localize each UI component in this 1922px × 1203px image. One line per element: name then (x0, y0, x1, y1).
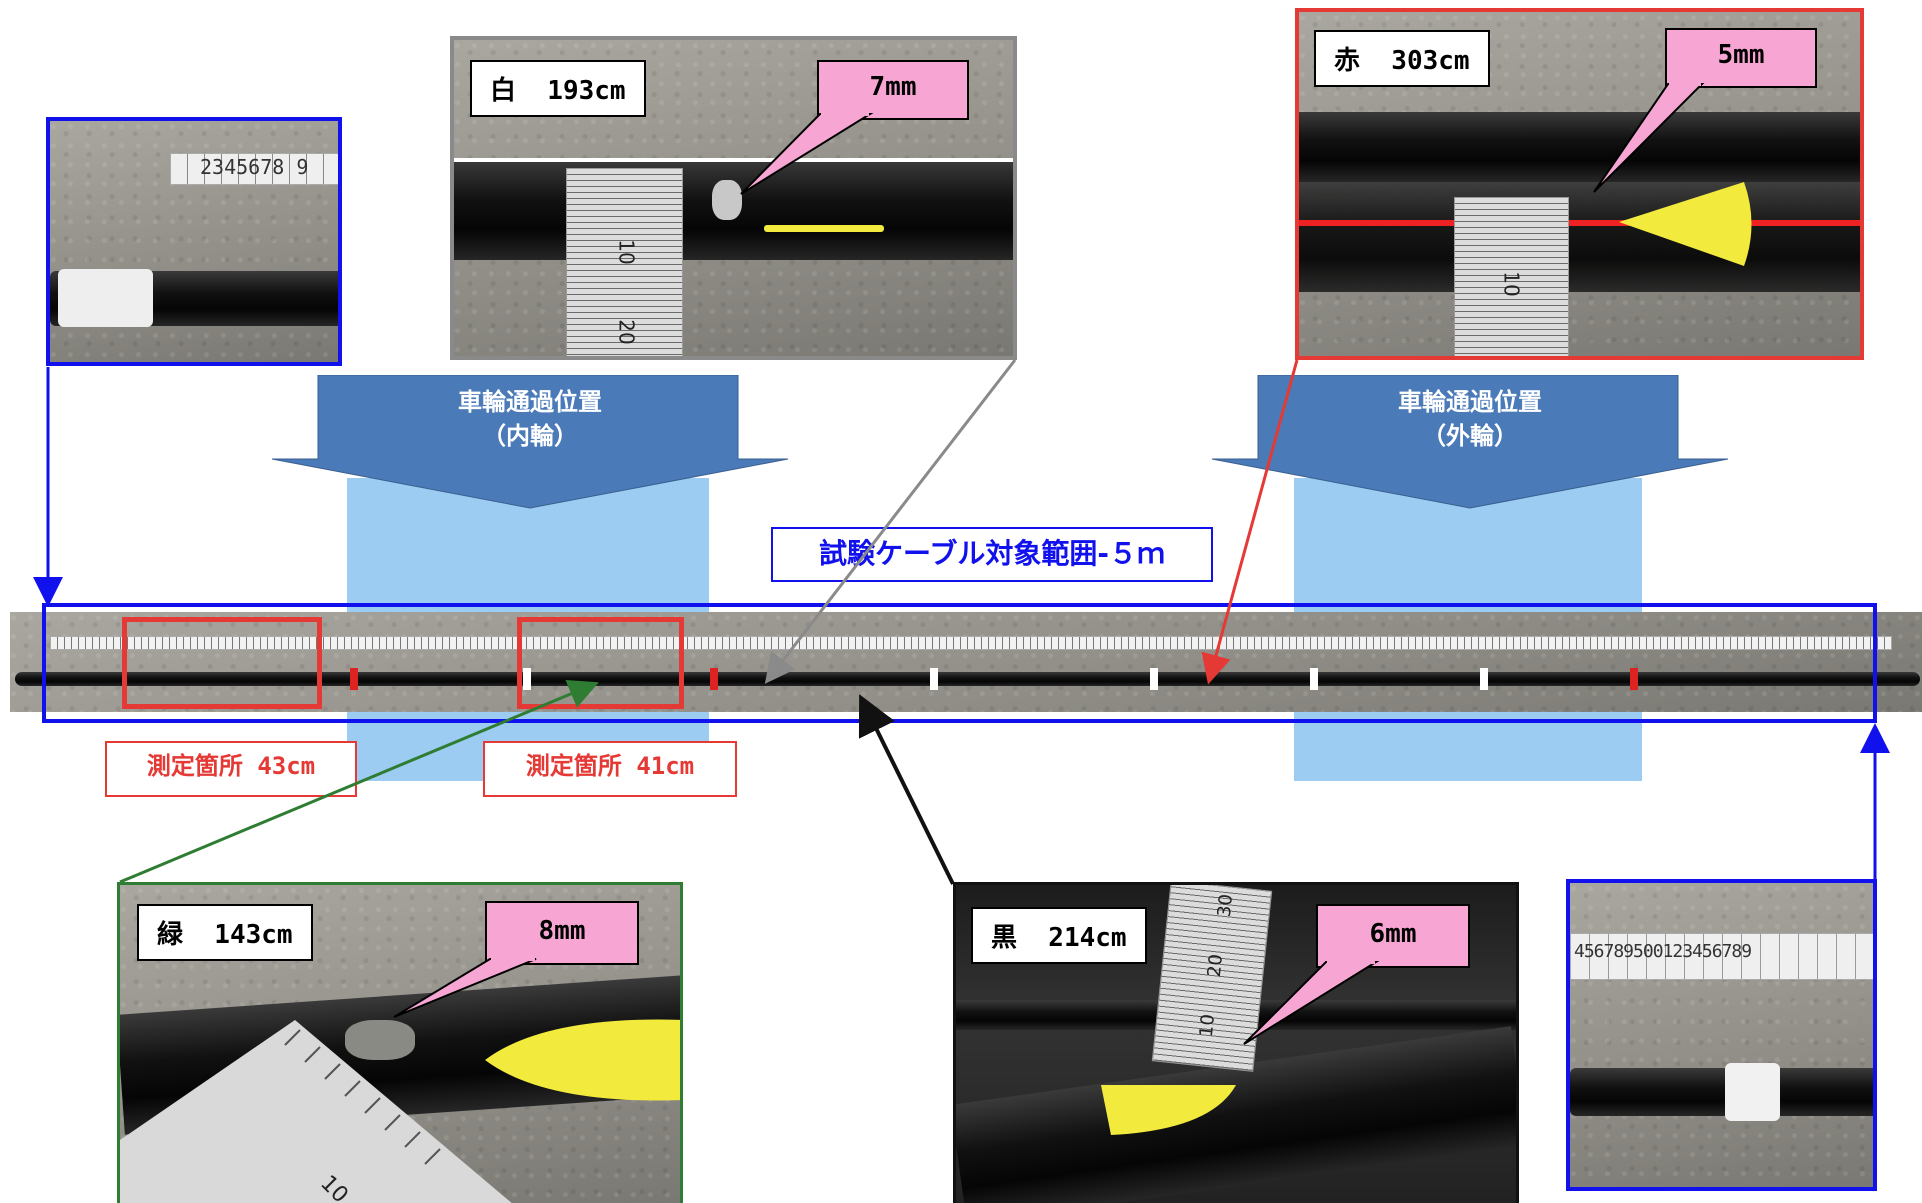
wheel-title-inner: 車輪通過位置 (458, 388, 602, 416)
yellow-marker (1101, 1085, 1236, 1135)
tape-marker (1150, 668, 1158, 690)
callout-pointer-white (740, 110, 874, 195)
red-line (1299, 220, 1860, 226)
callout-pointer-red (1593, 80, 1705, 193)
white-line (454, 158, 1013, 162)
measure-box-43 (122, 617, 322, 709)
label-red: 赤 303cm (1314, 30, 1490, 87)
measurement-label-41: 測定箇所 41cm (483, 741, 737, 797)
callout-green-size: 8mm (485, 901, 639, 965)
ruler (566, 168, 683, 356)
tape-measure (170, 153, 338, 185)
arrow-green (119, 679, 599, 884)
callout-black-size: 6mm (1316, 904, 1470, 968)
cable (1299, 182, 1860, 292)
test-range-frame (42, 603, 1877, 723)
photo-tape-start: 2345678 9 (46, 117, 342, 366)
cable (1299, 112, 1860, 182)
yellow-marker (1619, 182, 1752, 266)
ruler (120, 1020, 512, 1203)
red-mark (1630, 668, 1638, 690)
tape-marker (1480, 668, 1488, 690)
damage-spot (345, 1020, 415, 1060)
wheel-arrow-outer (1211, 375, 1729, 509)
callout-red-size: 5mm (1665, 28, 1817, 88)
measurement-label-43: 測定箇所 43cm (105, 741, 357, 797)
tape-marker (930, 668, 938, 690)
red-mark (350, 668, 358, 690)
cable (1570, 1068, 1873, 1116)
tape-marker (1310, 668, 1318, 690)
wheel-sub-inner: （内輪） (482, 422, 578, 450)
photo-red-cable: 10 (1295, 8, 1864, 360)
tape-measure-strip (50, 636, 1892, 650)
arrow-red (1201, 359, 1299, 685)
measure-box-41 (517, 617, 684, 709)
cable-strip-photo (10, 612, 1922, 712)
label-green: 緑 143cm (137, 904, 313, 961)
white-tape (1725, 1063, 1780, 1121)
photo-tape-end: 456789500123456789 (1566, 879, 1877, 1191)
test-range-label: 試験ケーブル対象範囲-５ｍ (771, 527, 1213, 582)
wheel-arrow-inner (271, 375, 789, 509)
damage-spot (712, 180, 742, 220)
callout-pointer-black (1243, 958, 1380, 1045)
wheel-label-outer: 車輪通過位置 （外輪） (1330, 385, 1610, 453)
white-tape (58, 269, 153, 327)
yellow-marker (485, 1019, 680, 1101)
label-white: 白 193cm (470, 60, 646, 117)
callout-pointer-green (393, 955, 537, 1018)
red-mark (710, 668, 718, 690)
yellow-marker (764, 225, 884, 232)
tape-measure (1570, 933, 1873, 980)
tape-numbers: 2345678 9 (200, 155, 309, 179)
tape-numbers: 456789500123456789 (1574, 941, 1752, 962)
label-black: 黒 214cm (971, 907, 1147, 964)
cable-bundle (15, 672, 1920, 686)
wheel-label-inner: 車輪通過位置 （内輪） (390, 385, 670, 453)
ruler (1454, 197, 1569, 356)
wheel-title-outer: 車輪通過位置 (1398, 388, 1542, 416)
wheel-sub-outer: （外輪） (1422, 422, 1518, 450)
arrow-black (858, 694, 955, 885)
arrow-white (764, 359, 1017, 684)
tape-marker (523, 668, 531, 690)
